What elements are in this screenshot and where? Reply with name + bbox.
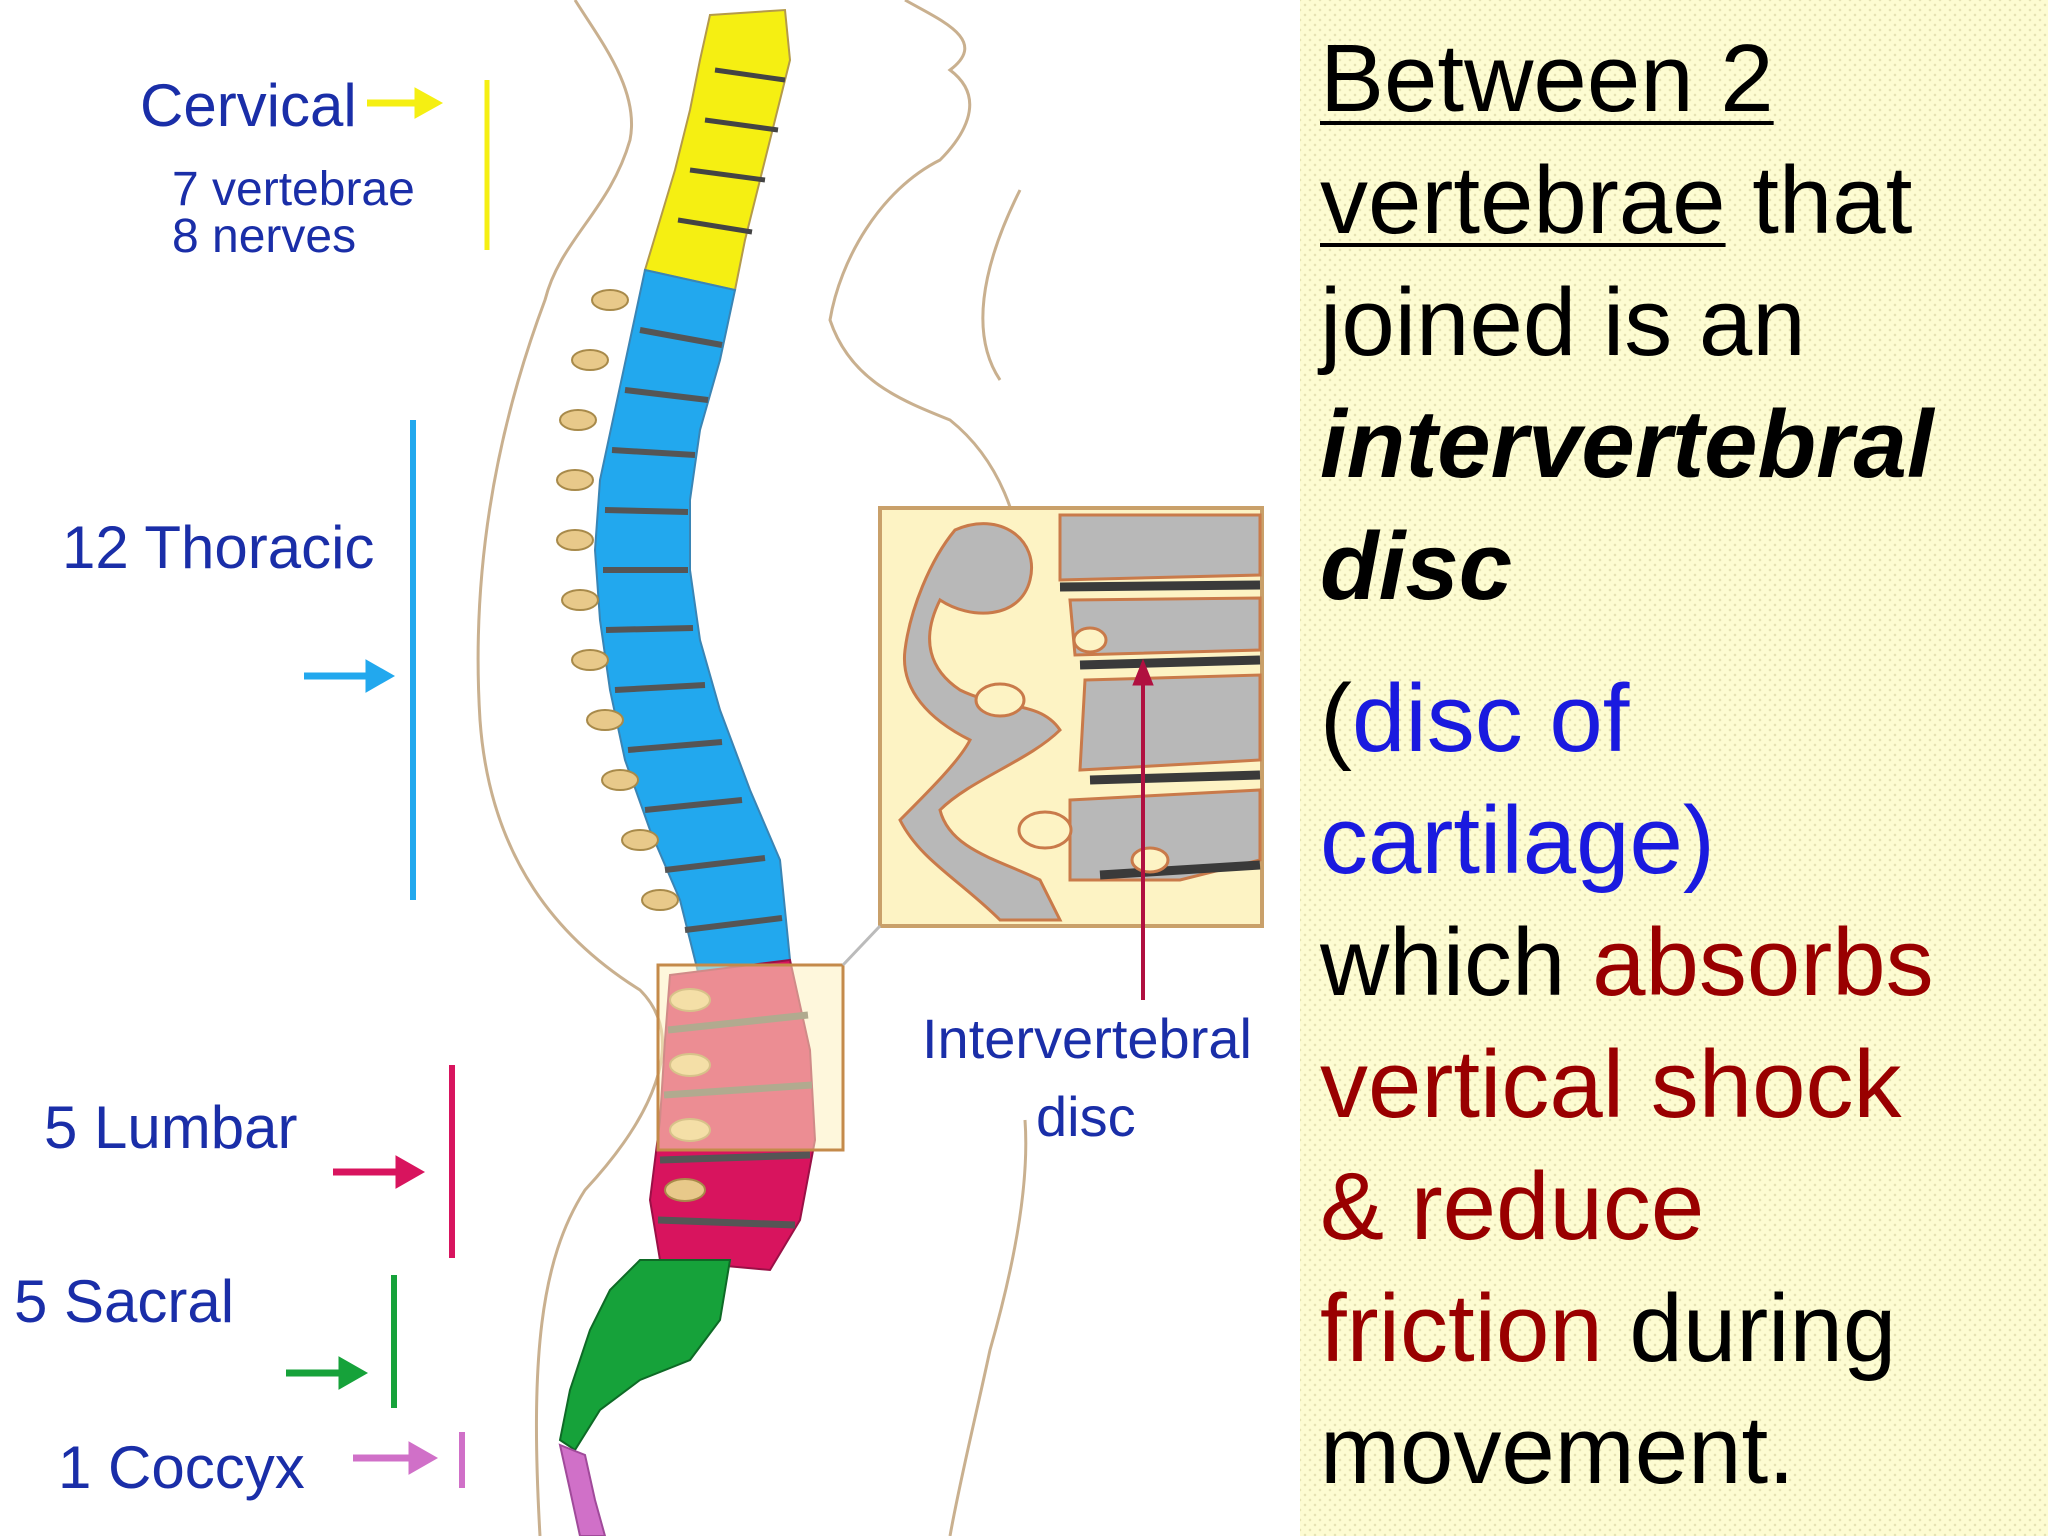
definition-paragraph: Between 2 vertebrae that joined is an in…: [1320, 18, 2040, 628]
function-paragraph: (disc of cartilage) which absorbs vertic…: [1320, 658, 2040, 1512]
cervical-vertebrae-label: 7 vertebrae: [172, 163, 415, 216]
sacral-arrow-icon: [286, 1356, 369, 1390]
body-front-outline: [828, 0, 1028, 1536]
thoracic-label: 12 Thoracic: [62, 514, 374, 581]
cervical-spine: [643, 8, 792, 292]
coccyx-label: 1 Coccyx: [58, 1434, 305, 1501]
disc-pointer-arrow-icon: [1132, 658, 1154, 1000]
reduce-text: & reduce: [1320, 1153, 1705, 1260]
vertical-shock-text: vertical shock: [1320, 1031, 1902, 1138]
thoracic-arrow-icon: [304, 659, 396, 693]
lumbar-label: 5 Lumbar: [44, 1094, 297, 1161]
which-text: which: [1320, 909, 1593, 1016]
disc-of-text: disc of: [1351, 665, 1630, 772]
lumbar-arrow-icon: [333, 1155, 426, 1189]
friction-text: friction: [1320, 1275, 1603, 1382]
inset-connector-line: [841, 924, 882, 967]
disc-label-line1: Intervertebral: [922, 1007, 1252, 1070]
coccyx-arrow-icon: [353, 1441, 439, 1475]
body-silhouette-outline: [476, 0, 664, 1536]
lumbar-highlight-box: [656, 963, 845, 1152]
intervertebral-term: intervertebral: [1320, 391, 1934, 498]
vertebrae-text: vertebrae: [1320, 147, 1726, 254]
intervertebral-disc-inset: [878, 506, 1264, 928]
joined-text: joined is an: [1320, 269, 1806, 376]
spine-diagram: Cervical 7 vertebrae 8 nerves 12 Thoraci…: [14, 0, 1264, 1536]
sacral-label: 5 Sacral: [14, 1268, 234, 1335]
movement-text: movement.: [1320, 1397, 1795, 1504]
that-text: that: [1725, 147, 1913, 254]
between-two-text: Between 2: [1320, 25, 1774, 132]
cervical-nerves-label: 8 nerves: [172, 210, 356, 263]
paren-open-text: (: [1320, 665, 1352, 772]
coccyx-spine: [558, 1443, 607, 1536]
disc-term: disc: [1320, 513, 1513, 620]
cartilage-text: cartilage): [1320, 787, 1715, 894]
thoracic-spine: [593, 268, 792, 982]
explanation-panel: Between 2 vertebrae that joined is an in…: [1300, 0, 2048, 1536]
cervical-label: Cervical: [140, 72, 357, 139]
cervical-arrow-icon: [367, 87, 444, 119]
disc-label-line2: disc: [1036, 1085, 1136, 1148]
absorbs-text: absorbs: [1592, 909, 1934, 1016]
during-text: during: [1602, 1275, 1897, 1382]
sacral-spine: [558, 1259, 732, 1452]
